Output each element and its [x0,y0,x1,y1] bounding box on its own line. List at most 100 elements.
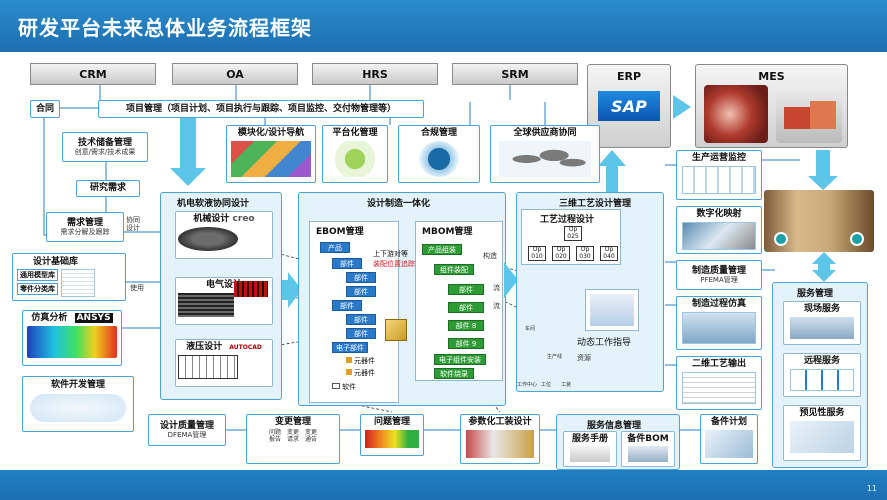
erp-system[interactable]: ERP SAP [587,64,671,148]
digital-map-image [682,222,756,251]
platform-image [327,141,383,178]
op-025[interactable]: Op 025 [564,226,582,241]
sap-logo: SAP [598,91,660,121]
crm-system[interactable]: CRM [30,63,156,85]
mbom-comp-assembly[interactable]: 组件装配 [434,264,474,275]
mechanical-design[interactable]: 机械设计 creo [175,211,273,259]
electrical-design[interactable]: 电气设计 [175,277,273,325]
hydraulic-design[interactable]: 液压设计 AUTOCAD [175,339,273,387]
op-020[interactable]: Op 020 [552,246,570,261]
srm-system[interactable]: SRM [452,63,578,85]
ebom-component-1[interactable]: 元器件 [346,356,375,366]
ebom-component-2[interactable]: 元器件 [346,368,375,378]
spare-bom-title: 备件BOM [627,434,669,444]
design-quality-title: 设计质量管理 [159,420,214,431]
mbom-part-2[interactable]: 部件 [448,302,484,313]
remote-service[interactable]: 远程服务 [783,353,861,397]
service-info-management[interactable]: 服务信息管理 服务手册 备件BOM [556,414,680,470]
spare-parts-plan[interactable]: 备件计划 [700,414,758,464]
issue-heatmap-image [365,430,419,449]
contract-box[interactable]: 合同 [30,100,60,118]
arrow-erp-mes [673,95,691,119]
tunnel-machine-photo [764,190,874,252]
process-out-image [682,372,756,405]
mbom-software-burn[interactable]: 软件烧录 [434,368,474,379]
arrow-updown-head-top [812,252,836,264]
predictive-image [790,421,854,454]
op-010[interactable]: Op 010 [528,246,546,261]
mech-part-image [178,227,238,252]
ebom-elec-parts[interactable]: 电子部件 [332,342,368,353]
mbom-part-1[interactable]: 部件 [448,284,484,295]
global-supplier-collaboration[interactable]: 全球供应商协同 [490,125,600,183]
onsite-service[interactable]: 现场服务 [783,301,861,345]
hrs-system[interactable]: HRS [312,63,438,85]
tech-reserve-management[interactable]: 技术储备管理 创意/需求/技术成果 [62,132,148,162]
tech-reserve-title: 技术储备管理 [77,137,132,148]
dynamic-guide-screen [585,289,639,331]
mbom-management[interactable]: MBOM管理 产品组装 组件装配 部件 部件 部件 8 部件 9 电子组件安装 … [415,221,503,381]
tooling-title: 参数化工装设计 [468,417,532,427]
part-classification-library[interactable]: 零件分类库 [17,283,58,296]
project-management[interactable]: 项目管理（项目计划、项目执行与跟踪、项目监控、交付物管理等） [98,100,424,118]
modular-design-navigation[interactable]: 模块化/设计导航 [226,125,316,183]
op-030[interactable]: Op 030 [576,246,594,261]
software-dev-management[interactable]: 软件开发管理 [22,376,134,432]
service-manual-title: 服务手册 [571,434,608,444]
ebom-part-3[interactable]: 部件 [346,286,376,297]
mfg-quality-management[interactable]: 制造质量管理 PFEMA管理 [676,260,762,290]
oa-system[interactable]: OA [172,63,298,85]
mbom-elec-install[interactable]: 电子组件安装 [434,354,486,365]
ebom-part-2[interactable]: 部件 [346,272,376,283]
digital-mapping[interactable]: 数字化映射 [676,206,762,254]
sync-note: 上下游对等 [373,250,408,258]
production-monitoring[interactable]: 生产运营监控 [676,150,762,200]
ebom-management[interactable]: EBOM管理 产品 部件 部件 部件 部件 部件 部件 电子部件 元器件 元器件… [309,221,399,403]
ebom-part-5[interactable]: 部件 [346,314,376,325]
simulation-analysis[interactable]: 仿真分析 ANSYS [22,310,122,366]
factory-image [776,85,842,143]
ebom-part-1[interactable]: 部件 [332,258,362,269]
compliance-management[interactable]: 合规管理 [398,125,480,183]
issue-management[interactable]: 问题管理 [360,414,424,456]
mes-system[interactable]: MES [695,64,848,148]
process-route-design[interactable]: 工艺过程设计 Op 025 Op 010 Op 020 Op 030 Op 04… [521,209,621,265]
ebom-software[interactable]: 软件 [332,382,356,392]
page-number: 11 [866,484,877,493]
library-table-thumb [61,269,95,298]
platform-management[interactable]: 平台化管理 [322,125,388,183]
component-image [385,319,407,341]
change-notice[interactable]: 变更 通告 [305,429,318,444]
ebom-product[interactable]: 产品 [320,242,350,253]
mbom-product-group[interactable]: 产品组装 [422,244,462,255]
op-040[interactable]: Op 040 [600,246,618,261]
collab-design-label: 协同 设计 [126,216,140,233]
change-title: 变更管理 [274,417,311,427]
change-issue-report[interactable]: 问题 报告 [268,429,281,444]
mfg-process-simulation[interactable]: 制造过程仿真 [676,296,762,350]
change-management[interactable]: 变更管理 问题 报告 变更 请求 变更 通告 [246,414,340,464]
general-model-library[interactable]: 通用模型库 [17,269,58,282]
ebom-part-4[interactable]: 部件 [332,300,362,311]
research-requirement[interactable]: 研究需求 [76,180,140,197]
design-quality-management[interactable]: 设计质量管理 DFEMA管理 [148,414,226,446]
ebom-component-1-label: 元器件 [354,357,375,365]
spare-plan-image [705,430,753,459]
modular-image [231,141,311,178]
requirement-management[interactable]: 需求管理 需求分解及跟踪 [46,212,124,242]
change-request[interactable]: 变更 请求 [286,429,299,444]
service-manual[interactable]: 服务手册 [563,431,617,467]
arrow-up-erp [606,165,618,193]
2d-process-output[interactable]: 二维工艺输出 [676,356,762,410]
arrow-mech-to-mfg [282,280,290,300]
mbom-part-9[interactable]: 部件 9 [448,338,484,349]
design-base-library[interactable]: 设计基础库 通用模型库 零件分类库 [12,253,126,301]
predictive-service[interactable]: 预见性服务 [783,405,861,461]
tech-reserve-sub: 创意/需求/技术成果 [74,148,136,157]
ebom-part-6[interactable]: 部件 [346,328,376,339]
mbom-part-8[interactable]: 部件 8 [448,320,484,331]
spare-parts-bom[interactable]: 备件BOM [621,431,675,467]
design-quality-sub: DFEMA管理 [167,431,207,440]
parametric-tooling-design[interactable]: 参数化工装设计 [460,414,540,464]
modular-title: 模块化/设计导航 [237,128,305,138]
